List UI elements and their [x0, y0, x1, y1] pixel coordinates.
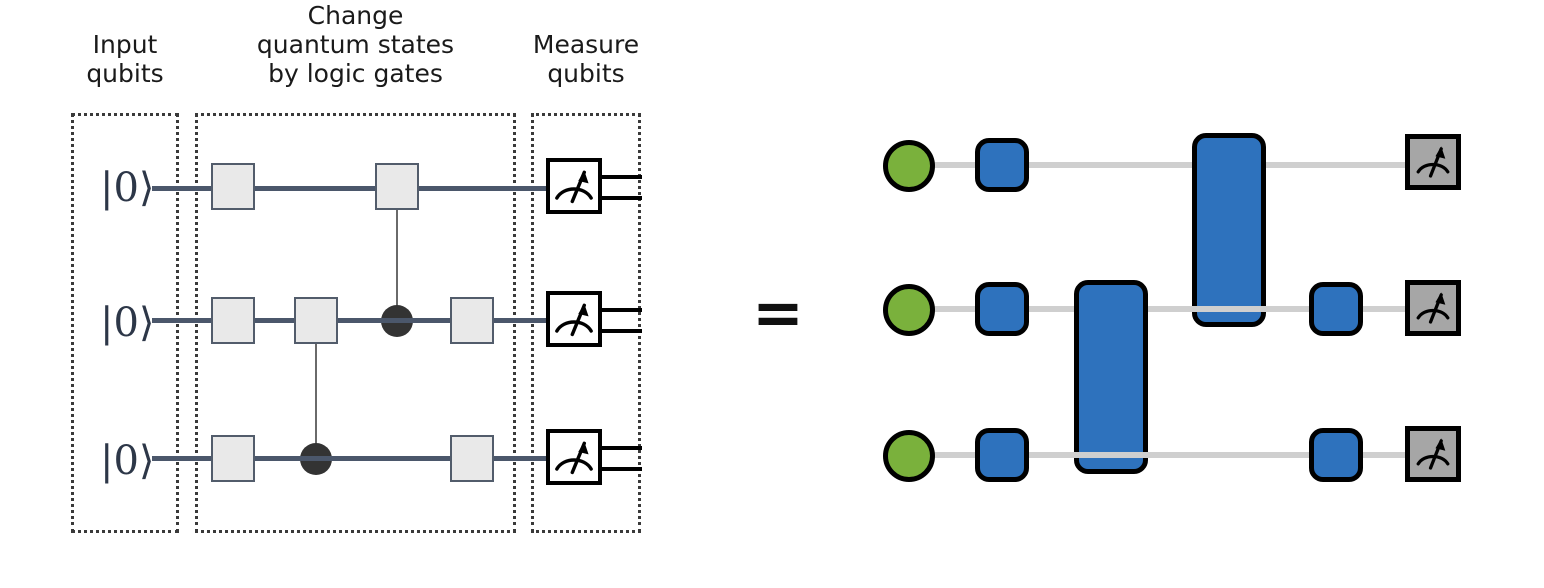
gate-q2-c4[interactable]: [450, 435, 494, 482]
measure-box-q2[interactable]: [546, 429, 602, 485]
classical-wire-q1-top: [602, 308, 642, 312]
gate-q2-c1[interactable]: [211, 435, 255, 482]
gate-q1-c1[interactable]: [211, 297, 255, 344]
gate-q1-c2[interactable]: [294, 297, 338, 344]
measure-box-modern-q1[interactable]: [1405, 280, 1461, 336]
classical-wire-q0-top: [602, 175, 642, 179]
qubit-init-circle-1[interactable]: [883, 284, 935, 336]
gate-modern-g4-q1[interactable]: [1309, 282, 1363, 336]
wire-modern-qubit-2: [928, 452, 1448, 458]
classical-wire-q0-bottom: [602, 196, 642, 200]
qubit-init-circle-0[interactable]: [883, 140, 935, 192]
meter-icon: [1416, 292, 1450, 324]
classical-wire-q2-top: [602, 446, 642, 450]
caption-measure-qubits: Measure qubits: [531, 30, 641, 88]
gate-modern-g2-q1q2[interactable]: [1074, 280, 1148, 474]
control-link-q0-q1: [396, 210, 398, 320]
qubit-init-circle-2[interactable]: [883, 430, 935, 482]
gate-q1-c4[interactable]: [450, 297, 494, 344]
group-box-measure: [531, 113, 641, 533]
qubit-state-label-0: |0⟩: [100, 165, 155, 211]
group-box-input: [71, 113, 179, 533]
measure-box-q1[interactable]: [546, 291, 602, 347]
gate-q0-c2[interactable]: [375, 163, 419, 210]
meter-icon: [555, 170, 593, 204]
caption-change-line3: by logic gates: [268, 59, 443, 88]
gate-modern-g3-q0q1[interactable]: [1192, 133, 1266, 327]
caption-change-states: Change quantum states by logic gates: [195, 1, 516, 88]
caption-input-line1: Input: [92, 30, 158, 59]
meter-icon: [555, 303, 593, 337]
control-link-q1-q2: [315, 344, 317, 454]
caption-input-qubits: Input qubits: [71, 30, 179, 88]
gate-modern-g1-q2[interactable]: [975, 428, 1029, 482]
equals-sign: =: [752, 276, 804, 349]
classical-wire-q2-bottom: [602, 467, 642, 471]
qubit-state-label-2: |0⟩: [100, 438, 155, 484]
caption-measure-line2: qubits: [547, 59, 625, 88]
wire-qubit-0: [152, 186, 552, 191]
caption-change-line2: quantum states: [256, 30, 455, 59]
measure-box-q0[interactable]: [546, 158, 602, 214]
classical-wire-q1-bottom: [602, 329, 642, 333]
meter-icon: [555, 441, 593, 475]
gate-modern-g1-q1[interactable]: [975, 282, 1029, 336]
group-box-gates: [195, 113, 516, 533]
wire-modern-qubit-0: [928, 162, 1448, 168]
meter-icon: [1416, 146, 1450, 178]
gate-q0-c1[interactable]: [211, 163, 255, 210]
gate-modern-g4-q2[interactable]: [1309, 428, 1363, 482]
caption-measure-line1: Measure: [532, 30, 640, 59]
wire-qubit-1: [152, 318, 552, 323]
meter-icon: [1416, 438, 1450, 470]
wire-qubit-2: [152, 456, 552, 461]
gate-modern-g1-q0[interactable]: [975, 138, 1029, 192]
wire-modern-qubit-1: [928, 306, 1448, 312]
caption-change-line1: Change: [307, 1, 404, 30]
measure-box-modern-q0[interactable]: [1405, 134, 1461, 190]
caption-input-line2: qubits: [86, 59, 164, 88]
measure-box-modern-q2[interactable]: [1405, 426, 1461, 482]
qubit-state-label-1: |0⟩: [100, 300, 155, 346]
